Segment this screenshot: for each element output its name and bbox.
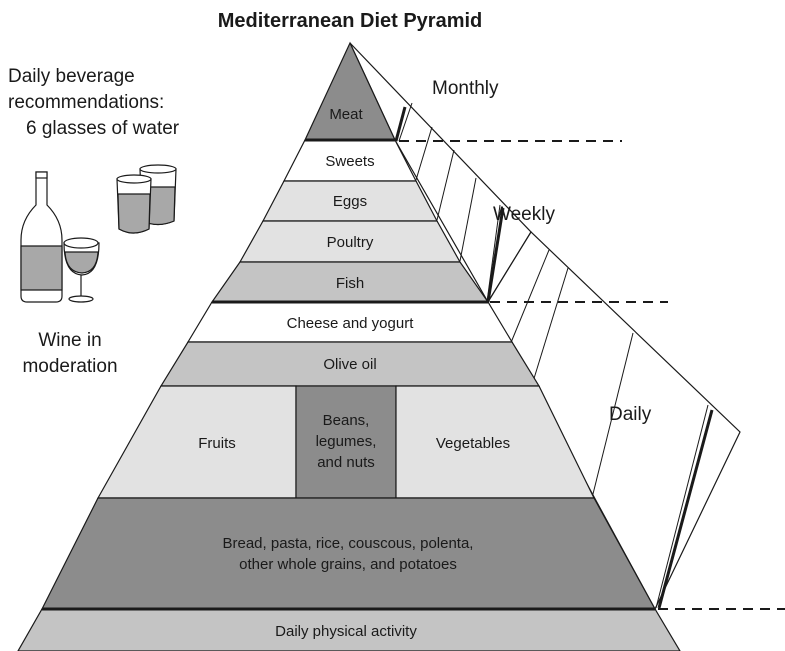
label-fish: Fish [336,275,364,292]
frequency-dashed-lines [399,140,785,610]
diagram-title: Mediterranean Diet Pyramid [218,10,483,32]
tier-grains [41,497,657,610]
tier-fruits [96,385,297,499]
pyramid-front [17,41,681,651]
label-activity: Daily physical activity [275,623,417,640]
wine-bottle-icon [20,171,63,303]
label-beans-line3: and nuts [317,454,375,471]
tier-beans [295,385,397,499]
side-face-thick-lines [394,106,714,609]
label-beans-line2: legumes, [316,433,377,450]
frequency-monthly: Monthly [432,78,499,99]
frequency-weekly: Weekly [493,204,555,225]
pyramid-thick-separators [42,138,655,611]
tier-labels: Meat Sweets Eggs Poultry Fish Cheese and… [198,106,510,640]
label-grains-line2: other whole grains, and potatoes [239,556,457,573]
label-meat: Meat [329,106,363,123]
label-cheese: Cheese and yogurt [287,315,415,332]
label-fruits: Fruits [198,435,236,452]
label-eggs: Eggs [333,193,367,210]
beverage-line2: recommendations: [8,92,164,113]
side-face-dividers [398,102,709,609]
wine-line1: Wine in [38,330,101,351]
wine-glass-icon [63,237,100,303]
wine-line2: moderation [22,356,117,377]
label-sweets: Sweets [325,153,374,170]
label-poultry: Poultry [327,234,374,251]
water-glass-icon [116,164,177,234]
frequency-daily: Daily [609,404,652,425]
beverage-line1: Daily beverage [8,66,135,87]
beverage-line3: 6 glasses of water [26,118,180,139]
label-beans-line1: Beans, [323,412,370,429]
label-olive-oil: Olive oil [323,356,376,373]
label-grains-line1: Bread, pasta, rice, couscous, polenta, [223,535,474,552]
label-vegetables: Vegetables [436,435,510,452]
